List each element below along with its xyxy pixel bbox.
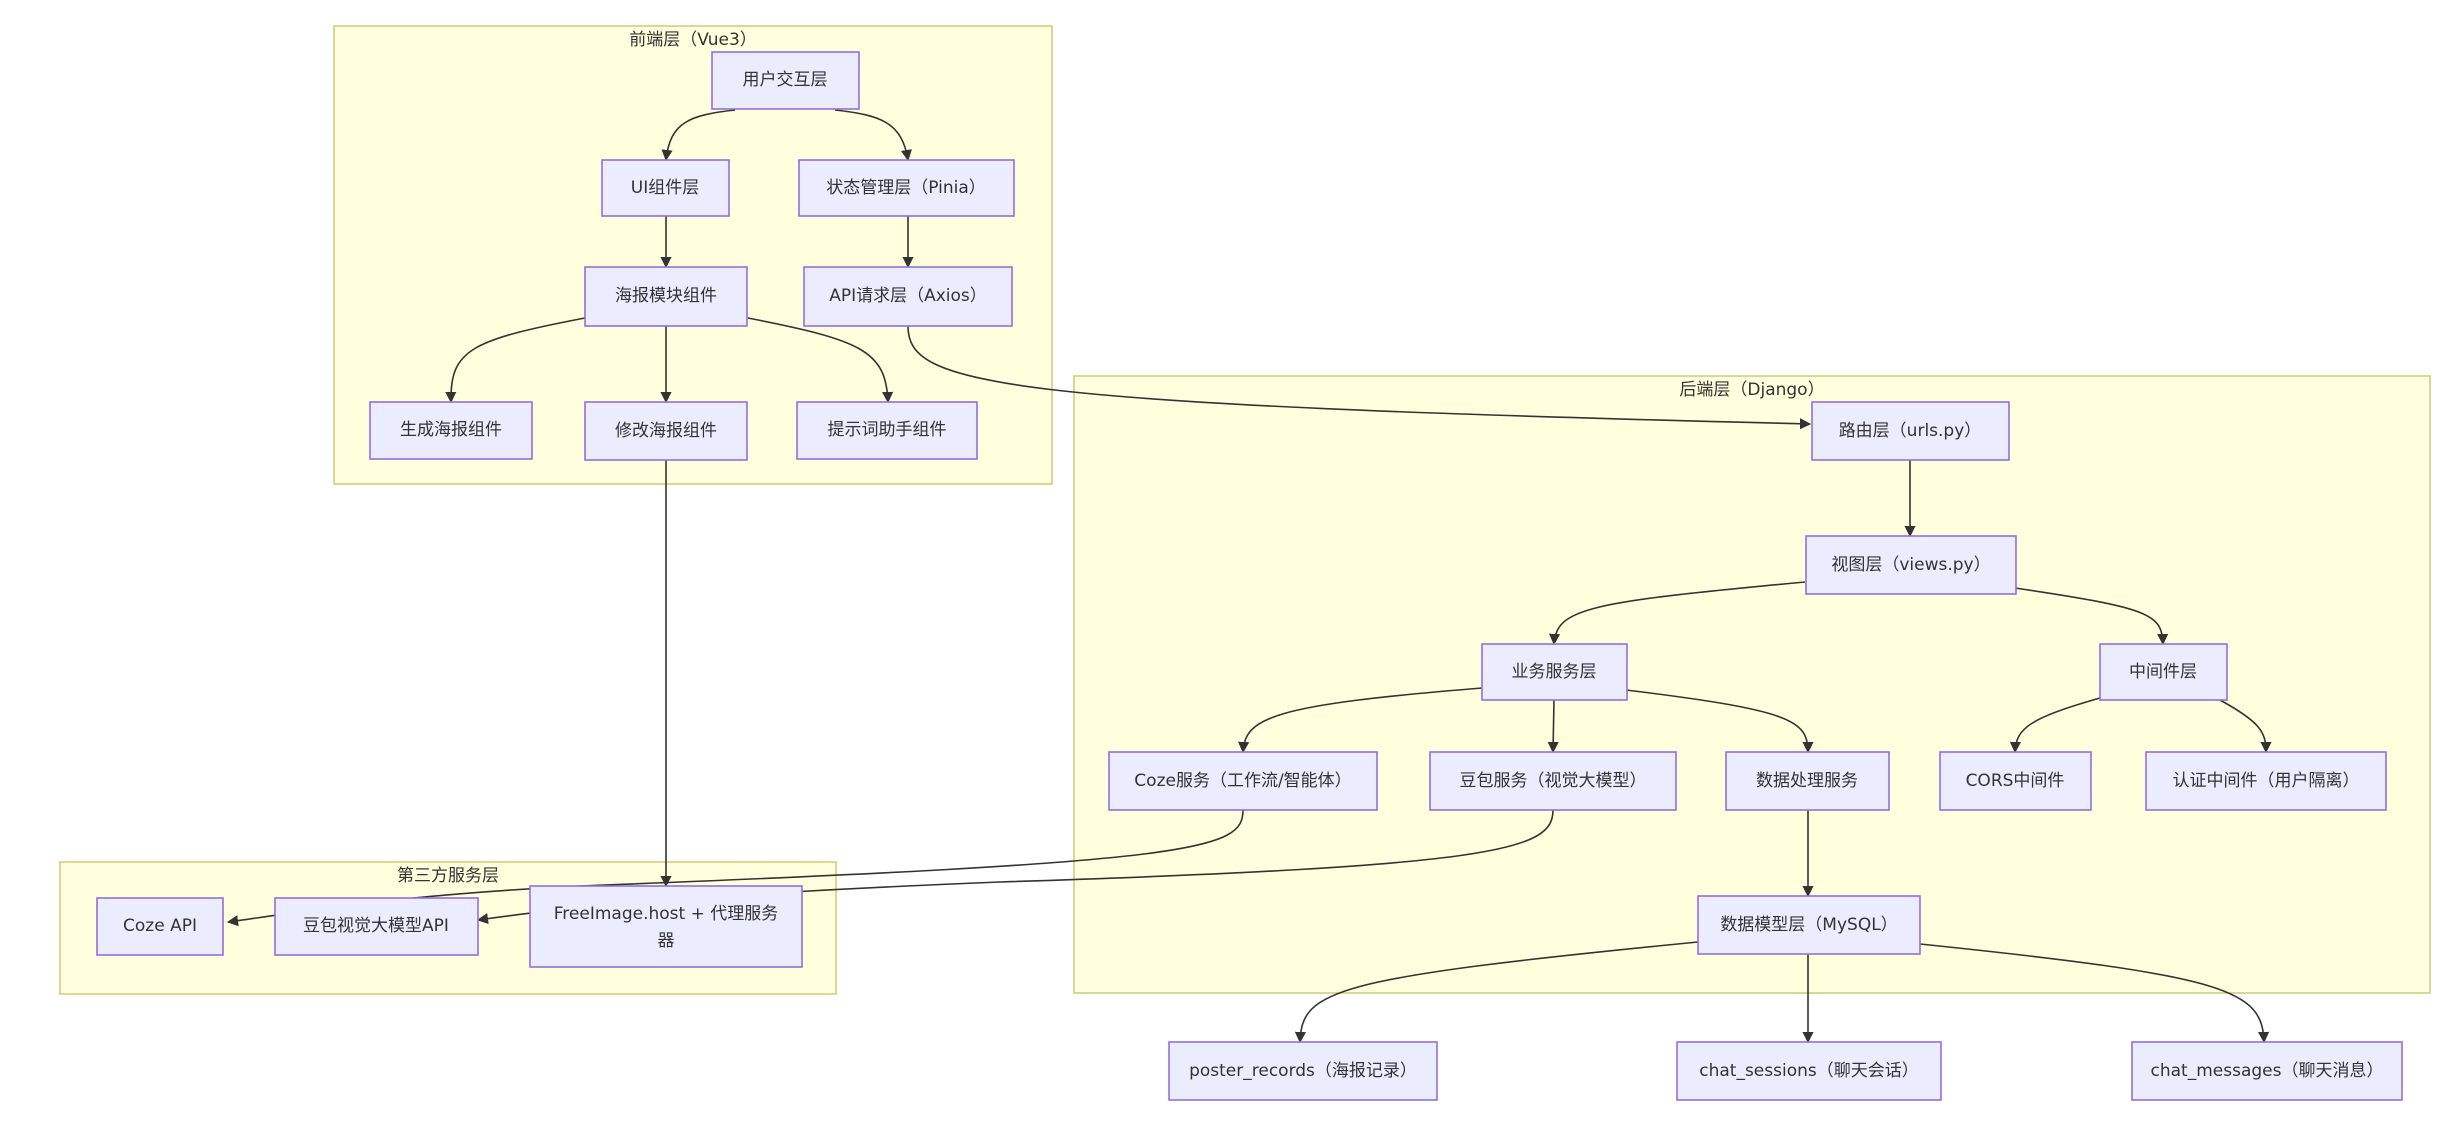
node-gen-poster: 生成海报组件 (369, 401, 533, 460)
edge-views-to-middleware (2014, 587, 2169, 646)
edge-biz-to-data (1625, 689, 1814, 754)
node-doubao-service: 豆包服务（视觉大模型） (1429, 751, 1677, 811)
edge-biz-to-coze (1238, 687, 1483, 754)
edge-poster-to-gen (445, 317, 586, 404)
node-middleware: 中间件层 (2099, 643, 2228, 701)
node-edit-poster-label: 修改海报组件 (615, 421, 717, 441)
node-api-request: API请求层（Axios） (803, 266, 1013, 327)
node-data-service-label: 数据处理服务 (1756, 771, 1858, 791)
edge-user-to-ui (661, 109, 736, 162)
edge-views-to-biz (1548, 581, 1806, 646)
node-doubao-api: 豆包视觉大模型API (274, 897, 479, 956)
node-chat-sessions-label: chat_sessions（聊天会话） (1699, 1061, 1919, 1081)
node-router-label: 路由层（urls.py） (1839, 421, 1982, 441)
node-chat-messages-label: chat_messages（聊天消息） (2151, 1061, 2384, 1081)
node-data-model: 数据模型层（MySQL） (1697, 895, 1921, 955)
node-coze-service: Coze服务（工作流/智能体） (1108, 751, 1378, 811)
node-poster-records-label: poster_records（海报记录） (1189, 1061, 1417, 1081)
node-views-label: 视图层（views.py） (1831, 555, 1990, 575)
node-cors-middleware: CORS中间件 (1939, 751, 2092, 811)
node-poster-module-label: 海报模块组件 (615, 286, 717, 306)
edge-model-to-chat-messages (1919, 943, 2270, 1044)
node-state-mgmt: 状态管理层（Pinia） (798, 159, 1015, 217)
node-poster-records: poster_records（海报记录） (1168, 1041, 1438, 1101)
node-data-model-label: 数据模型层（MySQL） (1720, 915, 1897, 935)
backend-group-title: 后端层（Django） (1679, 380, 1824, 400)
node-biz-service-label: 业务服务层 (1512, 662, 1597, 682)
node-edit-poster: 修改海报组件 (584, 401, 748, 461)
node-state-mgmt-label: 状态管理层（Pinia） (826, 178, 986, 198)
node-prompt-helper-label: 提示词助手组件 (828, 420, 947, 440)
node-coze-api: Coze API (96, 897, 224, 956)
edge-middleware-to-cors (2009, 697, 2101, 754)
node-prompt-helper: 提示词助手组件 (796, 401, 978, 460)
node-user-interaction: 用户交互层 (711, 51, 860, 110)
node-ui-components-label: UI组件层 (631, 178, 699, 198)
edge-user-to-state (834, 109, 912, 162)
edge-poster-to-prompt (747, 317, 894, 404)
node-chat-sessions: chat_sessions（聊天会话） (1676, 1041, 1942, 1101)
node-chat-messages: chat_messages（聊天消息） (2131, 1041, 2403, 1101)
node-gen-poster-label: 生成海报组件 (400, 420, 502, 440)
node-router: 路由层（urls.py） (1811, 401, 2010, 461)
node-biz-service: 业务服务层 (1481, 643, 1628, 701)
edge-biz-to-doubao (1547, 699, 1559, 754)
frontend-group-title: 前端层（Vue3） (629, 30, 757, 50)
node-data-service: 数据处理服务 (1725, 751, 1890, 811)
node-freeimage: FreeImage.host + 代理服务 器 (529, 885, 803, 968)
node-freeimage-label-line2: 器 (658, 931, 675, 951)
node-freeimage-label-line1: FreeImage.host + 代理服务 (554, 904, 778, 924)
node-ui-components: UI组件层 (601, 159, 730, 217)
edge-api-to-router (907, 325, 1812, 430)
thirdparty-group-title: 第三方服务层 (397, 866, 499, 886)
edge-model-to-poster-records (1294, 941, 1699, 1044)
node-doubao-service-label: 豆包服务（视觉大模型） (1460, 771, 1647, 791)
node-auth-middleware-label: 认证中间件（用户隔离） (2173, 771, 2360, 791)
node-user-interaction-label: 用户交互层 (743, 70, 828, 90)
node-api-request-label: API请求层（Axios） (829, 286, 987, 306)
node-auth-middleware: 认证中间件（用户隔离） (2145, 751, 2387, 811)
edge-middleware-to-auth (2219, 699, 2272, 754)
node-middleware-label: 中间件层 (2129, 662, 2197, 682)
node-coze-api-label: Coze API (123, 916, 197, 936)
node-doubao-api-label: 豆包视觉大模型API (303, 916, 449, 936)
node-poster-module: 海报模块组件 (584, 266, 748, 327)
node-cors-middleware-label: CORS中间件 (1966, 771, 2065, 791)
node-coze-service-label: Coze服务（工作流/智能体） (1134, 771, 1351, 791)
node-views: 视图层（views.py） (1805, 535, 2017, 595)
